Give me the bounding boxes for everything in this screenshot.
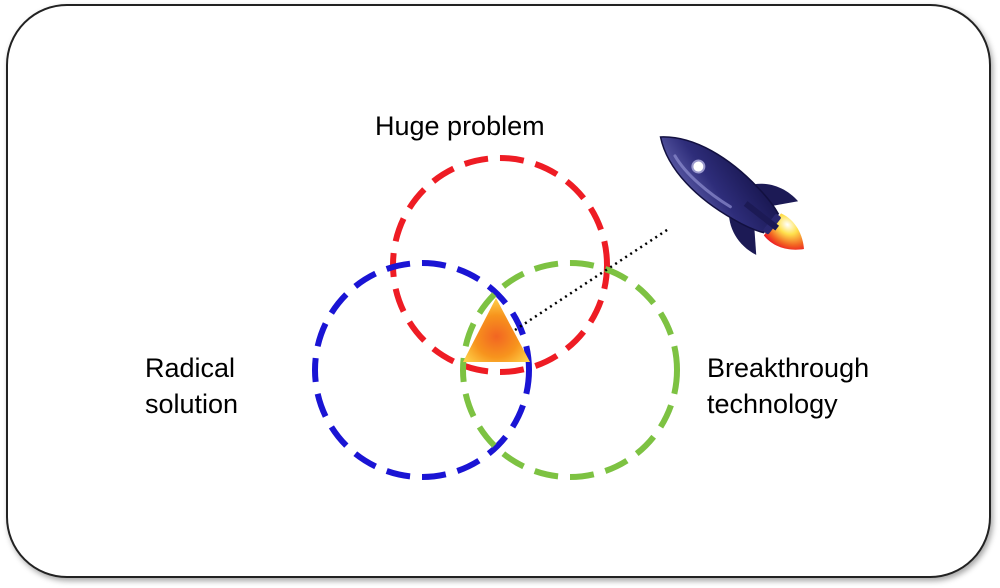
label-radical-solution: Radical solution bbox=[145, 350, 238, 422]
circle-breakthrough-technology bbox=[460, 260, 680, 480]
rocket-trajectory-line bbox=[514, 226, 671, 332]
label-radical-line2: solution bbox=[145, 389, 239, 419]
label-radical-line1: Radical bbox=[145, 353, 236, 383]
label-breakthrough-line1: Breakthrough bbox=[707, 353, 870, 383]
circle-radical-solution bbox=[312, 260, 532, 480]
rocket-icon bbox=[659, 136, 804, 255]
label-huge-problem-text: Huge problem bbox=[375, 111, 545, 141]
label-huge-problem: Huge problem bbox=[375, 108, 545, 144]
sweet-spot-triangle-icon bbox=[463, 298, 530, 362]
label-breakthrough-line2: technology bbox=[707, 389, 838, 419]
label-breakthrough-technology: Breakthrough technology bbox=[707, 350, 869, 422]
